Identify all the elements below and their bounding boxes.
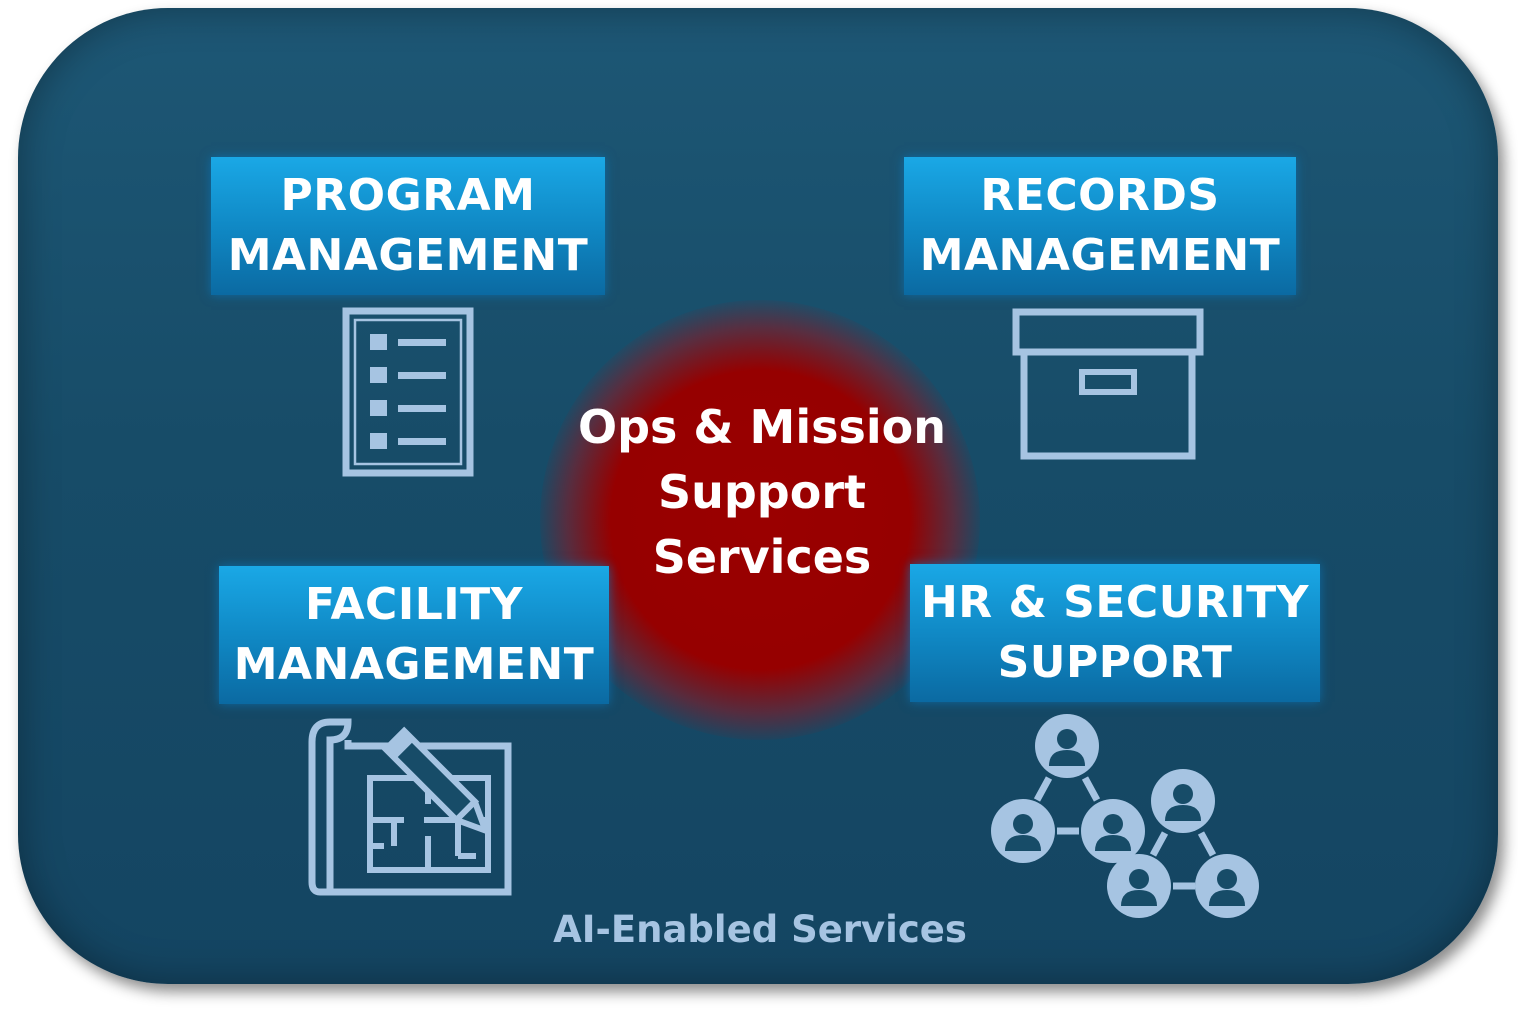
hub-label-line: Support [657, 465, 866, 519]
facility-management-label-line: FACILITY [304, 579, 523, 630]
program-management-label-line: MANAGEMENT [227, 230, 589, 281]
hub-label-line: Ops & Mission [578, 400, 946, 454]
hr-security-support-label-line: HR & SECURITY [920, 577, 1310, 628]
hub-circle [540, 300, 980, 740]
records-management-label-line: RECORDS [980, 170, 1220, 221]
hub-label-line: Services [652, 530, 872, 584]
facility-management-label-line: MANAGEMENT [233, 639, 595, 690]
blueprint-pencil-icon [308, 718, 512, 896]
records-management-label-line: MANAGEMENT [919, 230, 1281, 281]
checklist-icon [342, 307, 474, 477]
people-network-icon [991, 714, 1259, 918]
hub-label: Ops & Mission Support Services [540, 395, 984, 590]
footer-label: AI-Enabled Services [553, 908, 967, 951]
hr-security-support-label-line: SUPPORT [997, 637, 1233, 688]
program-management-box: PROGRAM MANAGEMENT [211, 157, 605, 295]
hr-security-support-box: HR & SECURITY SUPPORT [910, 564, 1320, 702]
facility-management-box: FACILITY MANAGEMENT [219, 566, 609, 704]
records-management-box: RECORDS MANAGEMENT [904, 157, 1296, 295]
program-management-label-line: PROGRAM [280, 170, 536, 221]
archive-box-icon [1012, 308, 1204, 460]
